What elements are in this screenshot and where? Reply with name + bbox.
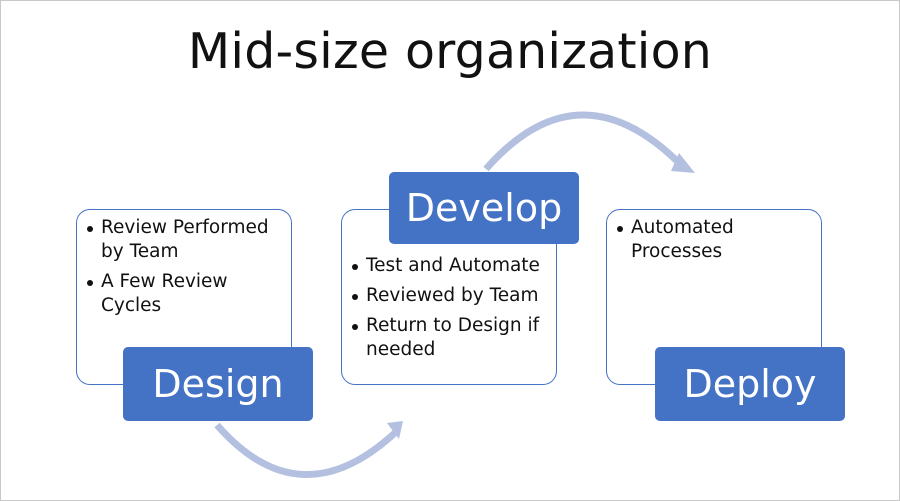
develop-bullet-list: Test and Automate Reviewed by Team Retur… [352, 254, 552, 368]
deploy-bullet-list: Automated Processes [617, 216, 817, 270]
deploy-stage-label: Deploy [655, 347, 845, 421]
bullet-item: Reviewed by Team [352, 284, 552, 308]
curved-arrow-bottom [214, 422, 400, 478]
bullet-item: A Few Review Cycles [87, 270, 287, 318]
slide-title: Mid-size organization [187, 23, 713, 80]
design-bullet-list: Review Performed by Team A Few Review Cy… [87, 216, 287, 324]
develop-stage-label: Develop [389, 172, 579, 244]
arrowhead-top [671, 153, 695, 173]
arrowhead-bottom [387, 421, 403, 439]
curved-arrow-top [483, 111, 688, 172]
design-stage-label: Design [123, 347, 313, 421]
bullet-item: Test and Automate [352, 254, 552, 278]
bullet-item: Automated Processes [617, 216, 817, 264]
bullet-item: Return to Design if needed [352, 314, 552, 362]
bullet-item: Review Performed by Team [87, 216, 287, 264]
